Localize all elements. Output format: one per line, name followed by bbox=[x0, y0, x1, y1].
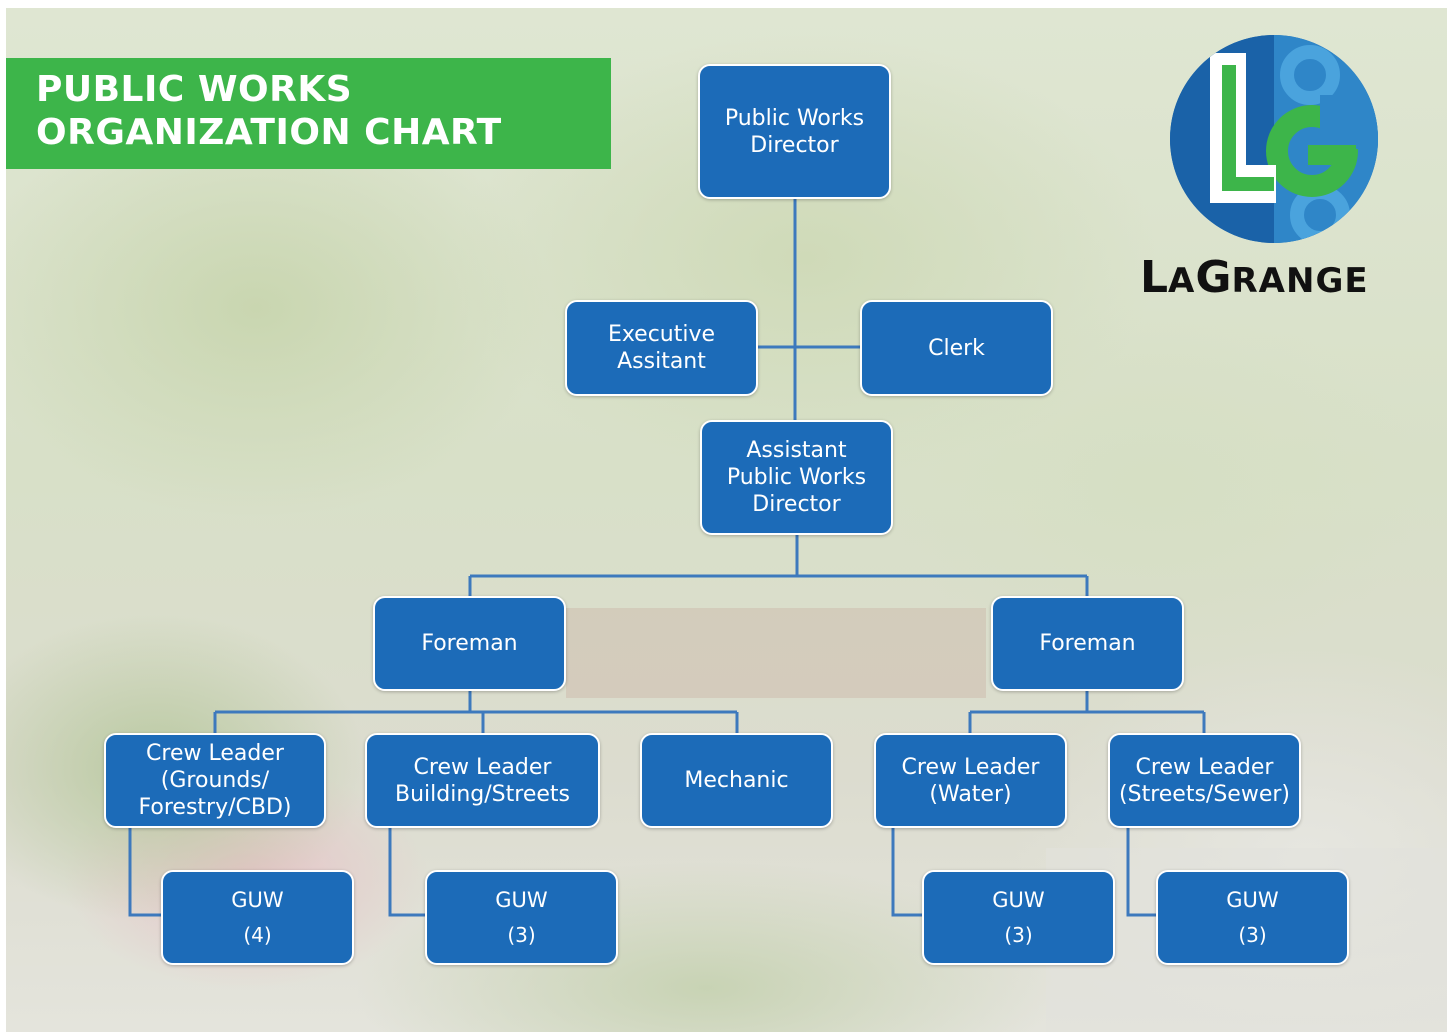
title-banner: PUBLIC WORKS ORGANIZATION CHART bbox=[6, 58, 611, 169]
background-storefront bbox=[566, 608, 986, 698]
node-guw-grounds[interactable]: GUW (4) bbox=[161, 870, 354, 965]
node-label: Crew Leader (Grounds/ Forestry/CBD) bbox=[138, 741, 292, 820]
node-label: Public Works Director bbox=[724, 105, 865, 158]
node-executive-assistant[interactable]: Executive Assitant bbox=[565, 300, 758, 396]
node-label: Assistant Public Works Director bbox=[726, 438, 867, 517]
node-guw-water[interactable]: GUW (3) bbox=[922, 870, 1115, 965]
node-guw-building[interactable]: GUW (3) bbox=[425, 870, 618, 965]
connector-left-foreman-branch bbox=[213, 690, 739, 735]
node-clerk[interactable]: Clerk bbox=[860, 300, 1053, 396]
connector-guw-grounds bbox=[128, 826, 163, 917]
node-crew-leader-streets-sewer[interactable]: Crew Leader (Streets/Sewer) bbox=[1108, 733, 1301, 828]
node-label: Clerk bbox=[928, 335, 985, 361]
title-line-2: ORGANIZATION CHART bbox=[36, 112, 502, 153]
node-crew-leader-water[interactable]: Crew Leader (Water) bbox=[874, 733, 1067, 828]
logo-wordmark: LAGRANGE bbox=[1140, 252, 1369, 303]
node-crew-leader-building-streets[interactable]: Crew Leader Building/Streets bbox=[365, 733, 600, 828]
node-label: Mechanic bbox=[684, 768, 789, 793]
connector-right-foreman-branch bbox=[968, 690, 1206, 735]
title-line-1: PUBLIC WORKS bbox=[36, 69, 353, 110]
connector-guw-sewer bbox=[1126, 826, 1158, 917]
node-guw-sewer[interactable]: GUW (3) bbox=[1156, 870, 1349, 965]
node-label: GUW bbox=[992, 888, 1045, 912]
la-grange-logo-icon bbox=[1170, 35, 1378, 243]
guw-count: (3) bbox=[1004, 923, 1033, 947]
node-label: GUW bbox=[231, 888, 284, 912]
node-label: GUW bbox=[495, 888, 548, 912]
node-label: Crew Leader Building/Streets bbox=[395, 754, 570, 807]
node-label: Crew Leader (Water) bbox=[901, 754, 1040, 807]
node-foreman-left[interactable]: Foreman bbox=[373, 596, 566, 691]
connector-guw-water bbox=[891, 826, 924, 917]
node-label: Foreman bbox=[421, 631, 518, 656]
node-label: Crew Leader (Streets/Sewer) bbox=[1119, 754, 1290, 807]
node-mechanic[interactable]: Mechanic bbox=[640, 733, 833, 828]
guw-count: (3) bbox=[507, 923, 536, 947]
node-public-works-director[interactable]: Public Works Director bbox=[698, 64, 891, 199]
node-label: Executive Assitant bbox=[607, 322, 716, 374]
node-foreman-right[interactable]: Foreman bbox=[991, 596, 1184, 691]
connector-assistant-to-foremen bbox=[468, 535, 1089, 598]
guw-count: (3) bbox=[1238, 923, 1267, 947]
connector-guw-building bbox=[388, 826, 427, 917]
node-label: GUW bbox=[1226, 888, 1279, 912]
node-label: Foreman bbox=[1039, 631, 1136, 656]
node-assistant-public-works-director[interactable]: Assistant Public Works Director bbox=[700, 420, 893, 535]
node-crew-leader-grounds[interactable]: Crew Leader (Grounds/ Forestry/CBD) bbox=[104, 733, 326, 828]
guw-count: (4) bbox=[243, 923, 272, 947]
